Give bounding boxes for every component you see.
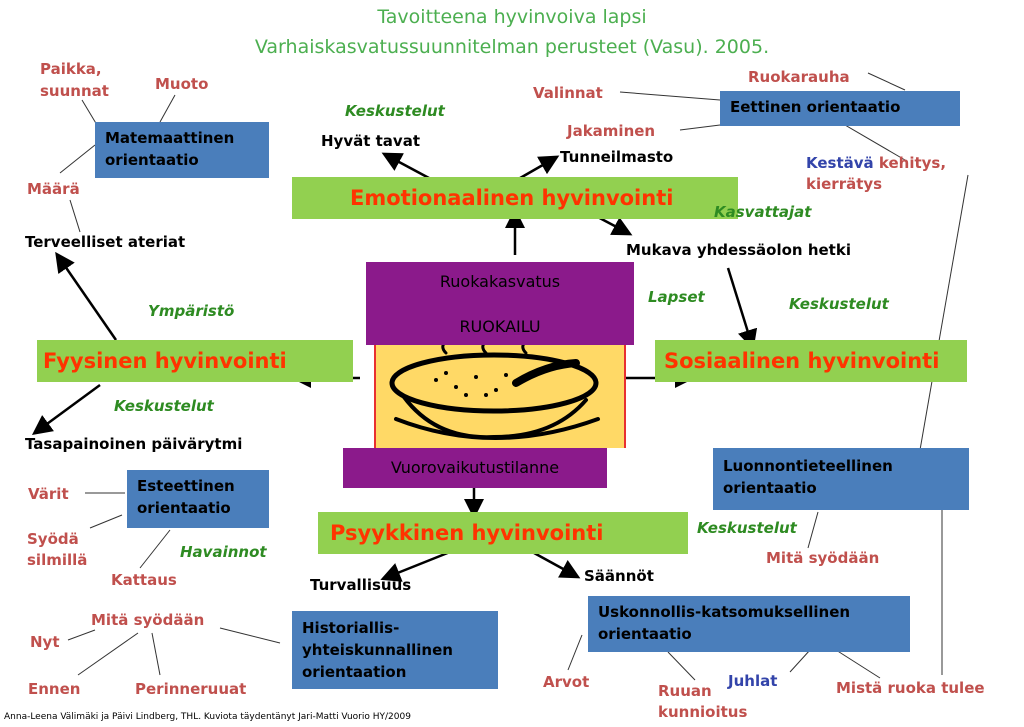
natural-science-orientation-line1: Luonnontieteellinen [723, 457, 893, 475]
natural-science-orientation-box: Luonnontieteellinen orientaatio [713, 448, 969, 510]
psychological-wellbeing-label: Psyykkinen hyvinvointi [330, 521, 604, 545]
label-nyt: Nyt [30, 633, 60, 651]
label-mukava-yhdessaolon-hetki: Mukava yhdessäolon hetki [626, 241, 851, 259]
label-paikka: Paikka, [40, 60, 102, 78]
center-top-line1: Ruokakasvatus [439, 272, 561, 291]
label-perinneruuat: Perinneruuat [135, 680, 247, 698]
historical-orientation-line1: Historiallis- [302, 619, 400, 637]
label-muoto: Muoto [155, 75, 209, 93]
label-varit: Värit [28, 485, 69, 503]
center-top-line2: RUOKAILU [459, 317, 541, 336]
psychological-wellbeing-bar: Psyykkinen hyvinvointi [318, 512, 688, 554]
label-ymparisto: Ympäristö [148, 302, 235, 320]
soup-bowl-icon [389, 337, 600, 440]
religious-orientation-line1: Uskonnollis-katsomuksellinen [598, 603, 851, 621]
label-keskustelut-top: Keskustelut [345, 102, 445, 120]
label-suunnat: suunnat [40, 82, 109, 100]
label-hyvat-tavat: Hyvät tavat [321, 132, 420, 150]
label-ennen: Ennen [28, 680, 81, 698]
label-kestava: Kestävä [806, 154, 874, 172]
label-keskustelut-left: Keskustelut [114, 397, 214, 415]
center-top-box: Ruokakasvatus RUOKAILU [366, 262, 634, 345]
math-orientation-box: Matemaattinen orientaatio [95, 122, 269, 178]
credit-text: Anna-Leena Välimäki ja Päivi Lindberg, T… [4, 712, 411, 722]
label-keskustelut-right: Keskustelut [789, 295, 889, 313]
religious-orientation-box: Uskonnollis-katsomuksellinen orientaatio [588, 596, 910, 652]
label-lapset: Lapset [648, 288, 705, 306]
soup-image [374, 337, 626, 448]
label-saannot: Säännöt [584, 567, 654, 585]
label-kehitys: kehitys, [878, 154, 947, 172]
label-jakaminen: Jakaminen [567, 122, 656, 140]
label-kierratys: kierrätys [806, 175, 883, 193]
diagram-title-line1: Tavoitteena hyvinvoiva lapsi [377, 6, 647, 28]
label-silmilla: silmillä [27, 551, 88, 569]
historical-orientation-line2: yhteiskunnallinen [302, 641, 453, 659]
emotional-wellbeing-bar: Emotionaalinen hyvinvointi [292, 177, 738, 219]
historical-orientation-line3: orientaation [302, 663, 407, 681]
math-orientation-line2: orientaatio [105, 151, 199, 169]
label-tasapainoinen-paivarytmi: Tasapainoinen päivärytmi [25, 435, 243, 453]
center-bottom-label: Vuorovaikutustilanne [390, 458, 560, 477]
label-ruuan: Ruuan [658, 682, 712, 700]
social-wellbeing-label: Sosiaalinen hyvinvointi [664, 349, 940, 373]
social-wellbeing-bar: Sosiaalinen hyvinvointi [655, 340, 967, 382]
label-turvallisuus: Turvallisuus [310, 576, 412, 594]
diagram-title-line2: Varhaiskasvatussuunnitelman perusteet (V… [254, 36, 770, 58]
natural-science-orientation-line2: orientaatio [723, 479, 817, 497]
emotional-wellbeing-label: Emotionaalinen hyvinvointi [350, 186, 674, 210]
label-maara: Määrä [27, 180, 80, 198]
aesthetic-orientation-line2: orientaatio [137, 499, 231, 517]
religious-orientation-line2: orientaatio [598, 625, 692, 643]
label-juhlat: Juhlat [728, 672, 778, 690]
label-syoda: Syödä [27, 530, 79, 548]
label-mista-ruoka-tulee: Mistä ruoka tulee [836, 679, 985, 697]
label-kunnioitus: kunnioitus [658, 703, 748, 721]
label-keskustelut-bottom: Keskustelut [697, 519, 797, 537]
ethical-orientation-box: Eettinen orientaatio [720, 91, 960, 126]
label-terveelliset-ateriat: Terveelliset ateriat [25, 233, 186, 251]
label-tunneilmasto: Tunneilmasto [560, 148, 674, 166]
label-kasvattajat: Kasvattajat [714, 203, 812, 221]
aesthetic-orientation-line1: Esteettinen [137, 477, 235, 495]
center-bottom-box: Vuorovaikutustilanne [343, 448, 607, 488]
label-mita-syodaan-right: Mitä syödään [766, 549, 880, 567]
label-ruokarauha: Ruokarauha [748, 68, 850, 86]
math-orientation-line1: Matemaattinen [105, 129, 235, 147]
historical-orientation-box: Historiallis- yhteiskunnallinen orientaa… [292, 611, 498, 689]
ethical-orientation-label: Eettinen orientaatio [730, 98, 901, 116]
label-havainnot: Havainnot [180, 543, 267, 561]
physical-wellbeing-label: Fyysinen hyvinvointi [43, 349, 287, 373]
label-arvot: Arvot [543, 673, 590, 691]
label-kattaus: Kattaus [111, 571, 177, 589]
label-valinnat: Valinnat [533, 84, 603, 102]
aesthetic-orientation-box: Esteettinen orientaatio [127, 470, 269, 528]
physical-wellbeing-bar: Fyysinen hyvinvointi [37, 340, 353, 382]
label-kestava-kehitys: Kestävä kehitys, [806, 154, 946, 172]
label-mita-syodaan-left: Mitä syödään [91, 611, 205, 629]
